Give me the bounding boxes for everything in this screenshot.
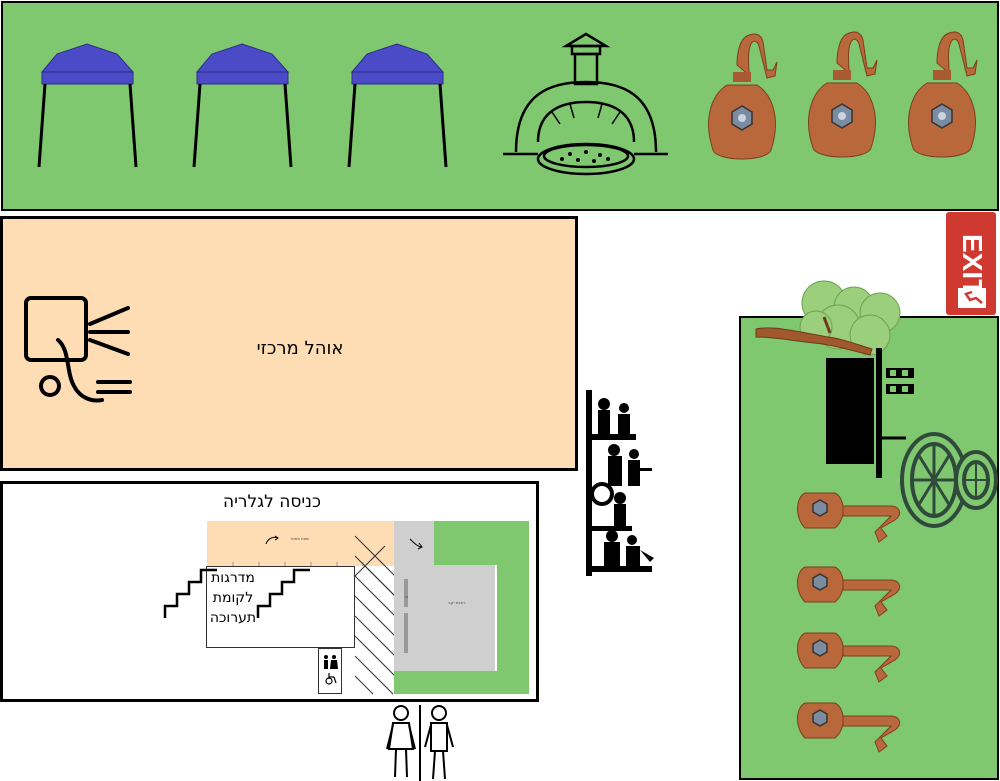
copper-still-icon [807,31,878,158]
canopy-tent-icon [192,42,293,169]
gray-hall-floor [394,521,495,671]
copper-still-icon [796,632,901,683]
speaker-icon [24,296,132,403]
wheelchair-icon [325,673,337,685]
wine-press-icon [900,432,998,528]
bar-counter-icon [826,348,914,478]
pizza-oven-icon [503,32,668,176]
stairs-label-line: לקומת [212,590,254,606]
stairs-room [206,566,355,648]
central-tent-area [0,216,578,471]
tree-icon [755,280,901,356]
restroom-box [318,648,342,694]
central-tent-label: אוהל מרכזי [256,338,344,359]
copper-still-icon [907,31,978,158]
stairs-icon [256,568,310,618]
copper-still-icon [796,702,901,753]
copper-still-icon [796,492,901,543]
bar-label: בר [403,594,409,599]
stage-floor-label: שטח פתוח [290,536,310,541]
restroom-icon [386,705,454,781]
stairs-label-line: תערוכה [209,610,257,626]
exit-sign: EXIT [946,212,996,315]
stairs-icon [163,568,217,618]
arrow-icon [265,535,279,545]
canopy-tent-icon [347,42,448,169]
exit-text: EXIT [957,234,988,296]
band-silhouette-icon [586,390,654,576]
gallery-green-patch [394,521,529,694]
stairs-label-line: מדרגות [211,570,255,586]
gallery-entrance-label: כניסה לגלריה [223,492,321,512]
canopy-tent-icon [37,42,138,169]
hall-floor-label: רחבת יקב [448,600,466,605]
copper-still-icon [796,566,901,617]
hatched-area [354,535,396,695]
copper-still-icon [707,33,778,160]
stairs-label: מדרגות לקומת תערוכה [198,568,268,628]
